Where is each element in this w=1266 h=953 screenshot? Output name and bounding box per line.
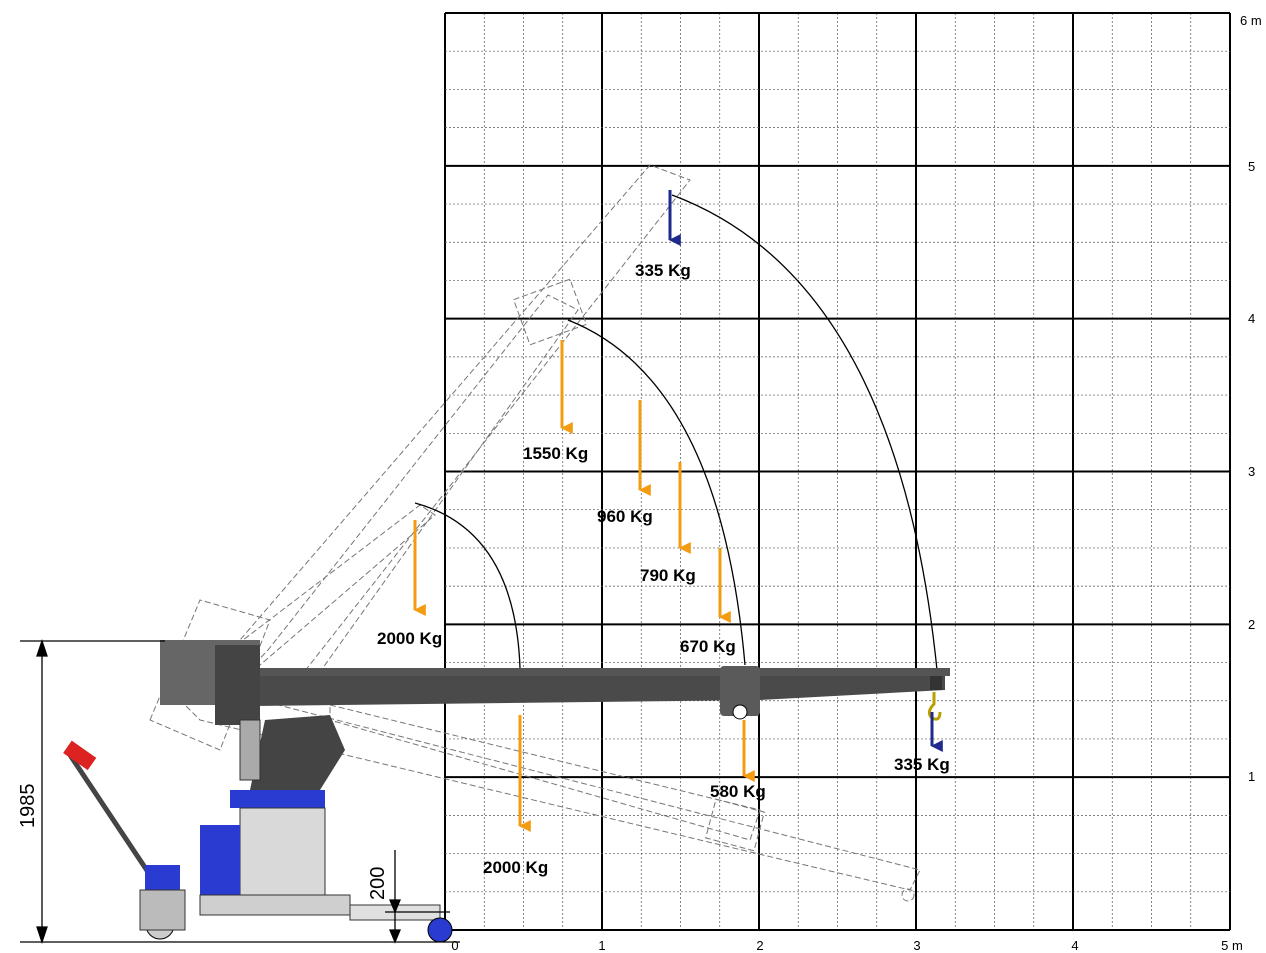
drive-frame	[139, 889, 186, 931]
chassis-body	[239, 807, 326, 904]
overall-height-label: 1985	[17, 784, 39, 829]
y-tick-6: 6 m	[1240, 13, 1262, 28]
load-arrows	[413, 190, 943, 832]
slew-ring	[230, 790, 325, 808]
arc-outer	[671, 194, 939, 681]
load-label-level-a: 960 Kg	[597, 507, 653, 526]
load-label-short-boom: 2000 Kg	[377, 629, 442, 648]
x-tick-labels: 0 1 2 3 4 5 m	[451, 938, 1242, 953]
boom-body	[250, 676, 945, 706]
mast-column	[250, 715, 345, 790]
ground-clearance-label: 200	[367, 867, 389, 900]
height-arrow-bottom	[36, 926, 48, 945]
y-tick-4: 4	[1248, 311, 1255, 326]
ghost-head-low	[705, 798, 765, 852]
load-labels: 335 Kg 1550 Kg 960 Kg 790 Kg 670 Kg 2000…	[377, 261, 950, 877]
y-tick-3: 3	[1248, 464, 1255, 479]
load-label-mid-top: 1550 Kg	[523, 444, 588, 463]
chassis-plinth	[199, 894, 351, 916]
machine-base	[63, 640, 453, 943]
arc-mid	[567, 319, 746, 666]
dimension-lines	[20, 638, 460, 945]
arc-short	[414, 502, 521, 669]
load-label-tip-top: 335 Kg	[635, 261, 691, 280]
battery-pack	[200, 825, 240, 895]
y-tick-1: 1	[1248, 769, 1255, 784]
hydraulic-cylinder	[239, 719, 261, 781]
x-tick-2: 2	[756, 938, 763, 953]
load-label-tip-horizontal: 335 Kg	[894, 755, 950, 774]
clearance-arrow	[389, 899, 401, 914]
x-tick-5: 5 m	[1221, 938, 1243, 953]
load-label-lower-mid: 580 Kg	[710, 782, 766, 801]
boom-rail-upper	[250, 668, 950, 676]
front-wheel	[427, 917, 453, 943]
boom-tip	[930, 676, 942, 690]
y-tick-5: 5	[1248, 159, 1255, 174]
turret-box	[215, 645, 260, 725]
x-tick-4: 4	[1071, 938, 1078, 953]
reach-arcs	[414, 194, 939, 681]
boom-head-pin	[732, 704, 748, 720]
load-label-level-b: 790 Kg	[640, 566, 696, 585]
drive-motor	[145, 865, 180, 890]
tiller-handle	[63, 740, 97, 771]
ghost-boom-high	[203, 164, 691, 691]
grid	[444, 12, 1231, 931]
x-tick-1: 1	[598, 938, 605, 953]
x-tick-3: 3	[913, 938, 920, 953]
load-label-level-c: 670 Kg	[680, 637, 736, 656]
ghost-head-top	[512, 278, 588, 346]
y-tick-labels: 1 2 3 4 5 6 m	[1240, 13, 1262, 784]
x-tick-0: 0	[451, 938, 458, 953]
ghost-boom-low-inner	[329, 704, 761, 841]
tiller-arm	[67, 753, 153, 877]
main-boom	[250, 666, 950, 721]
y-tick-2: 2	[1248, 617, 1255, 632]
load-label-lower-short: 2000 Kg	[483, 858, 548, 877]
boom-head	[720, 666, 760, 716]
height-arrow-top	[36, 638, 48, 657]
ghost-hook-low	[901, 888, 915, 902]
clearance-arrow-bottom	[389, 929, 401, 944]
